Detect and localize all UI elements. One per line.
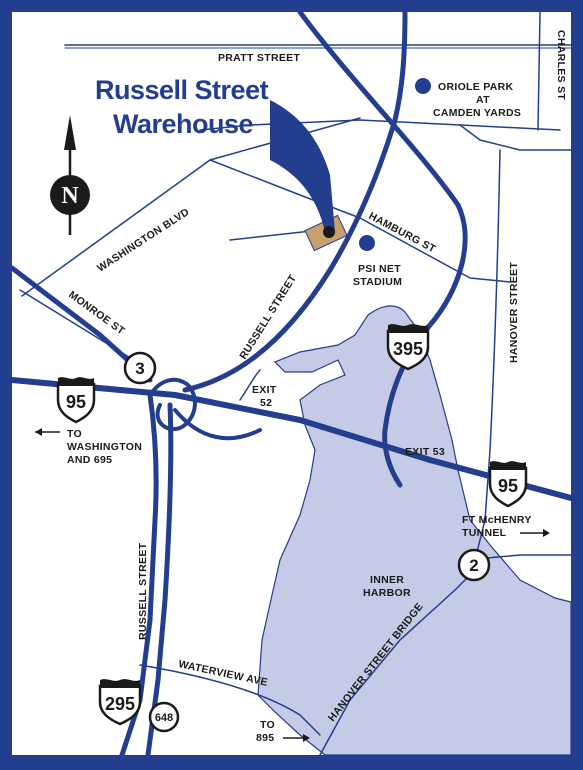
label-psinet-1: PSI NET — [358, 263, 401, 275]
street-upper — [199, 119, 561, 131]
russell-street-lower-road — [119, 392, 159, 758]
route2-marker-icon: 2 — [457, 548, 491, 582]
exit52-ramp — [239, 369, 261, 401]
label-washington-3: AND 695 — [67, 454, 112, 466]
label-washington-1: TO — [67, 428, 82, 440]
route648-number: 648 — [155, 712, 173, 724]
i395-shield-icon: 395 — [386, 324, 430, 371]
hanover-street-road — [474, 149, 501, 561]
waterview-road — [139, 664, 321, 736]
hamburg-street-road — [209, 159, 511, 283]
label-tunnel-2: TUNNEL — [462, 527, 507, 539]
label-pratt: PRATT STREET — [218, 52, 300, 64]
street-east — [459, 124, 572, 151]
route648-marker-icon: 648 — [148, 701, 180, 733]
label-exit52-2: 52 — [260, 397, 272, 409]
title-line1: Russell Street — [95, 75, 269, 105]
title-line2: Warehouse — [113, 109, 254, 139]
hanover-bridge-road — [319, 569, 476, 756]
label-to895-1: TO — [260, 719, 275, 731]
label-exit52-1: EXIT — [252, 384, 277, 396]
i395-number: 395 — [393, 339, 423, 359]
route2-number: 2 — [469, 556, 478, 575]
label-oriole-3: CAMDEN YARDS — [433, 107, 521, 119]
route3-marker-icon: 3 — [123, 351, 157, 385]
label-tunnel-1: FT McHENRY — [462, 514, 532, 526]
roads — [9, 9, 574, 758]
i95-left-shield-icon: 95 — [56, 377, 96, 424]
street-diag — [19, 289, 151, 371]
russell-street-upper-road — [182, 9, 408, 393]
inner-harbor-water — [257, 305, 572, 756]
i295-number: 295 — [105, 694, 135, 714]
warehouse-pin-icon — [323, 226, 335, 238]
label-oriole-1: ORIOLE PARK — [438, 81, 514, 93]
label-oriole-2: AT — [476, 94, 490, 106]
interchange-loop — [148, 377, 197, 432]
i95-right-shield-icon: 95 — [488, 461, 528, 508]
label-inner-harbor-2: HARBOR — [363, 587, 411, 599]
label-psinet-2: STADIUM — [353, 276, 402, 288]
label-exit53: EXIT 53 — [405, 446, 445, 458]
charles-street-road — [537, 11, 541, 131]
i95-left-number: 95 — [66, 392, 86, 412]
i95-road — [9, 377, 574, 501]
streets — [19, 11, 572, 756]
arrow-east-head-icon — [543, 529, 550, 537]
label-charles: CHARLES ST — [555, 30, 567, 100]
arrow-895-head-icon — [303, 734, 310, 742]
i95-right-number: 95 — [498, 476, 518, 496]
route3-number: 3 — [135, 359, 144, 378]
north-arrow-icon: N — [50, 115, 90, 235]
warehouse-pointer-icon — [270, 100, 335, 232]
arrow-west-head-icon — [35, 428, 42, 436]
oriole-park-marker-icon — [415, 78, 431, 94]
i295-shield-icon: 295 — [98, 679, 142, 726]
label-to895-2: 895 — [256, 732, 274, 744]
russell-street-lower-road-b — [145, 402, 174, 758]
i395-road — [297, 9, 468, 488]
label-washington-2: WASHINGTON — [67, 441, 142, 453]
psi-net-stadium-marker-icon — [359, 235, 375, 251]
label-hanover: HANOVER STREET — [508, 262, 520, 363]
compass-letter: N — [61, 183, 79, 209]
label-russell-lower: RUSSELL STREET — [137, 542, 149, 640]
interchange-ramp — [173, 408, 262, 441]
label-inner-harbor-1: INNER — [370, 574, 404, 586]
